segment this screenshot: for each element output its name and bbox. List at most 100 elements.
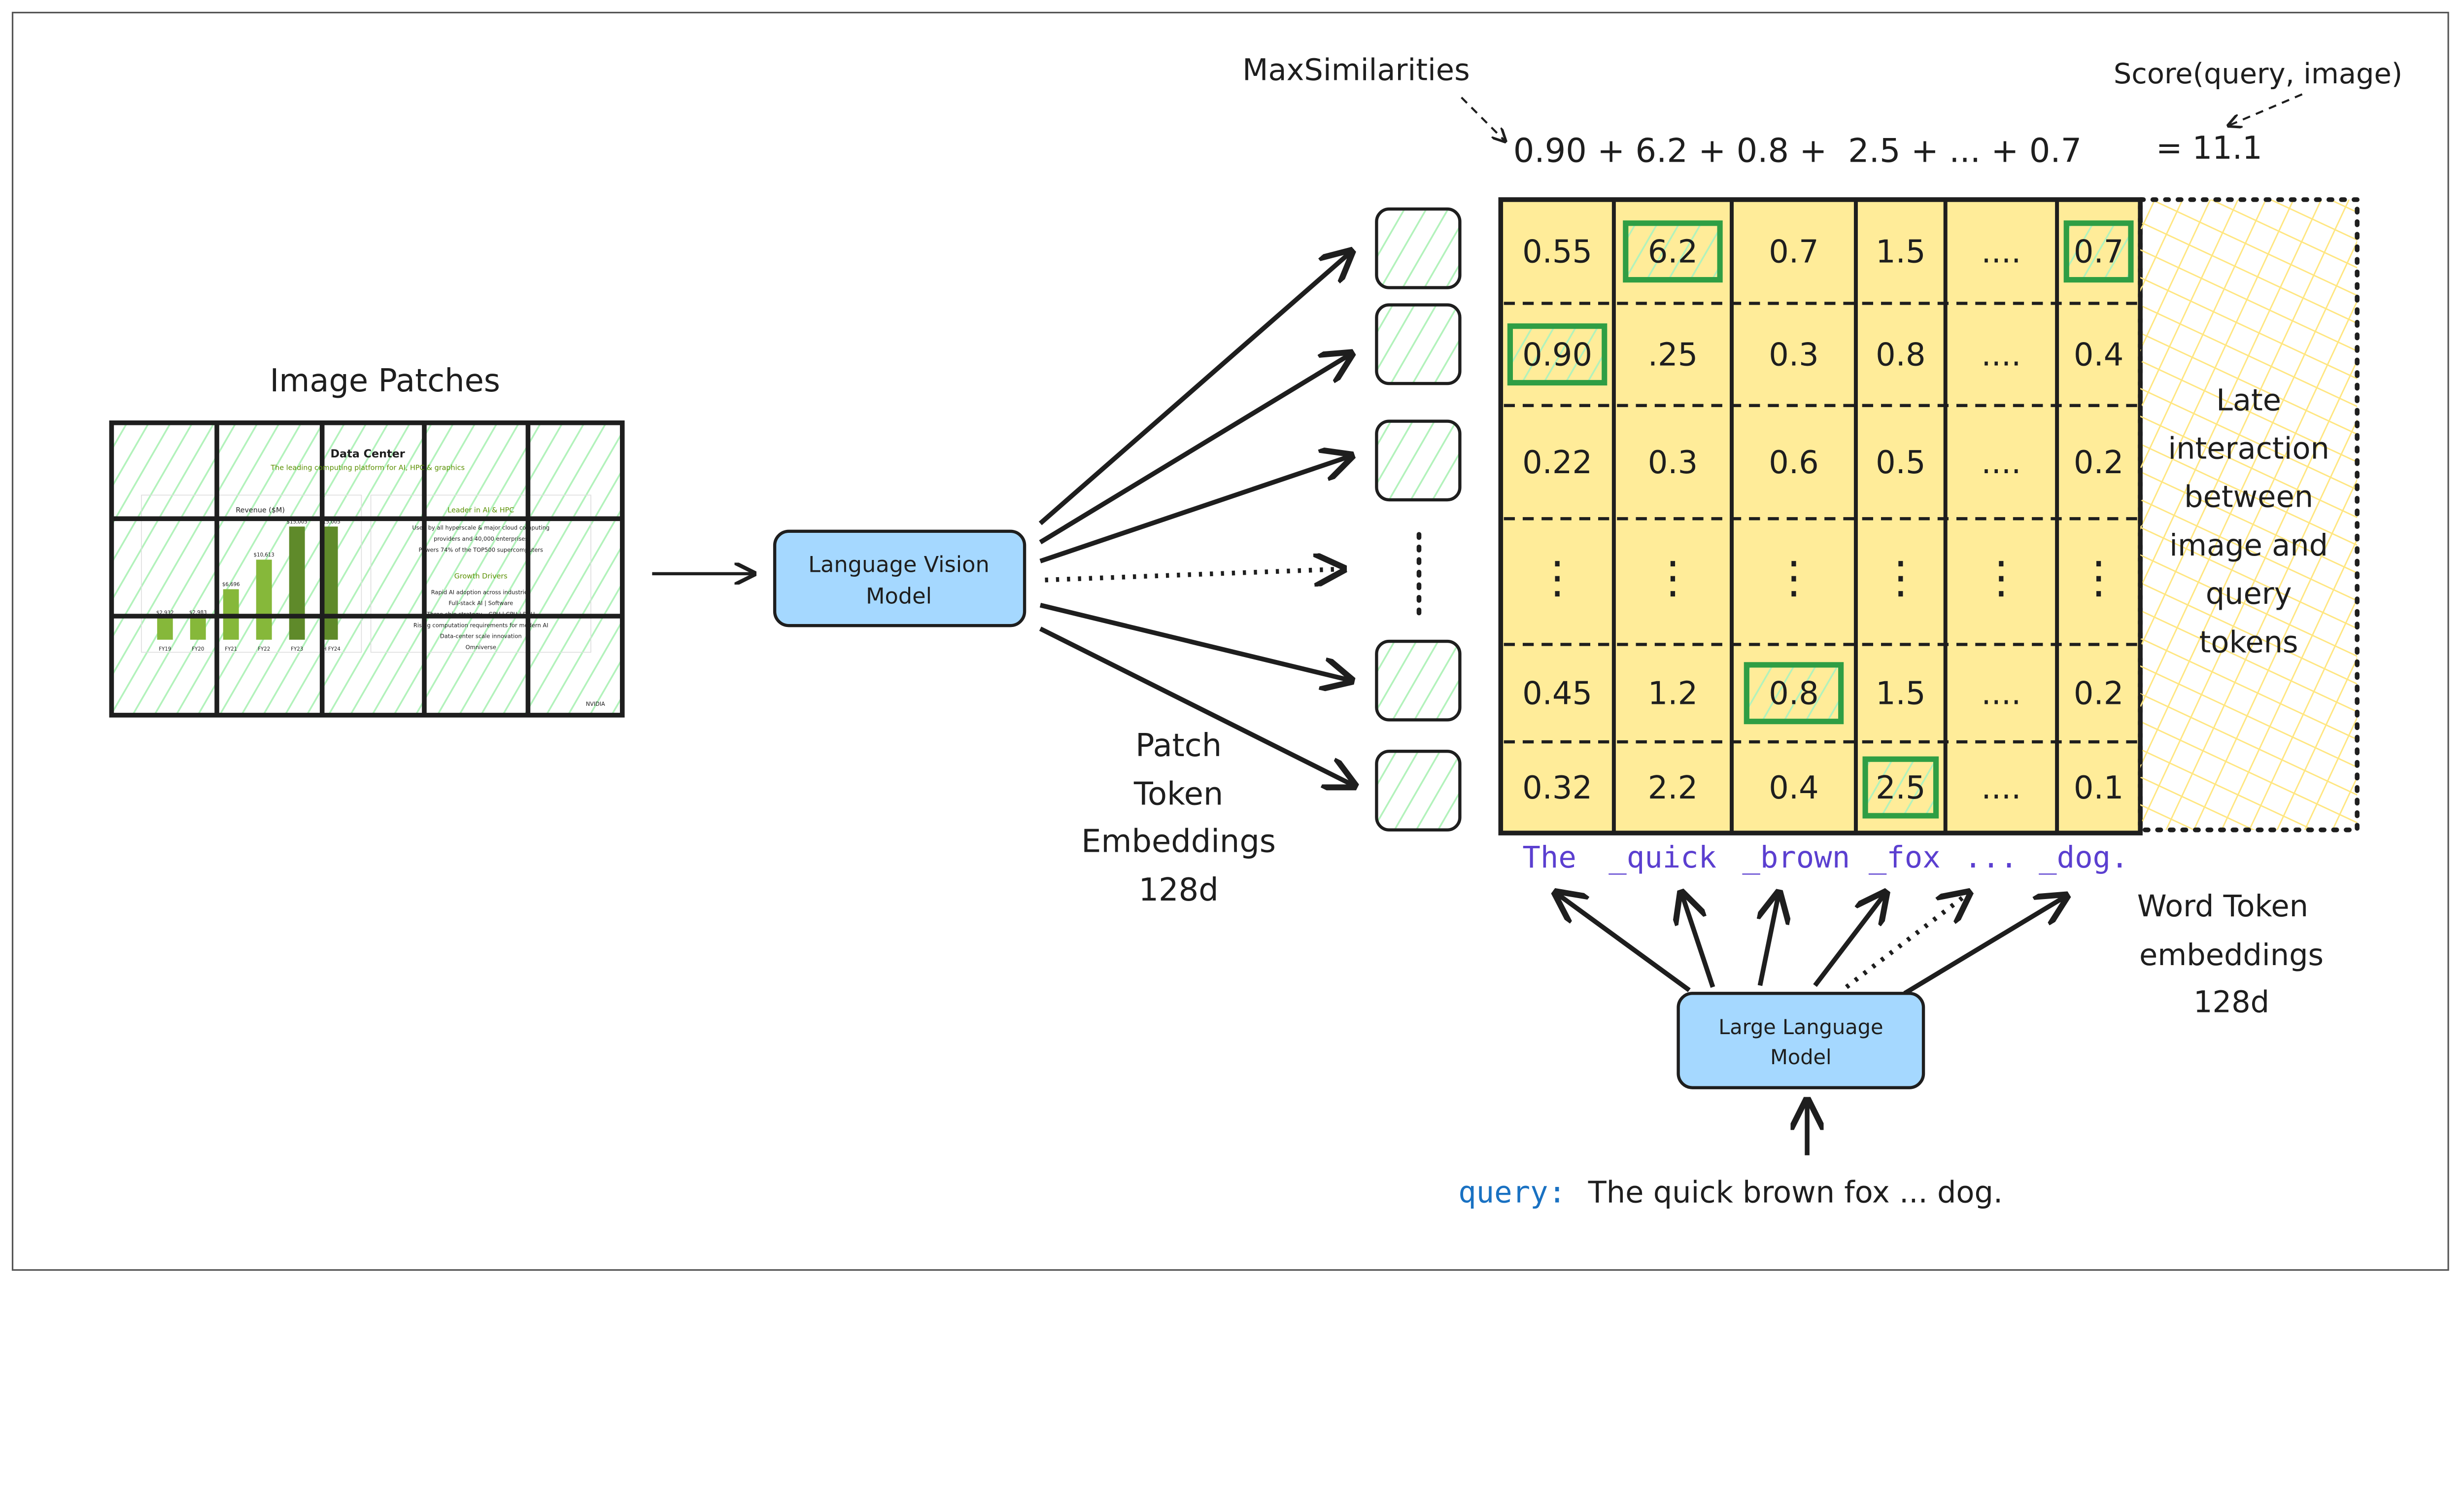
- patch-embedding-square: [1375, 639, 1462, 722]
- matrix-cell: 0.1: [2074, 770, 2123, 806]
- patch-grid: [109, 420, 625, 718]
- matrix-cell: ....: [1981, 445, 2021, 481]
- thumb-text-line: providers and 40,000 enterprises: [434, 535, 528, 542]
- word-token: ...: [1964, 840, 2018, 875]
- arrow-token-2: [1681, 893, 1715, 988]
- max-similarity-highlight: [1865, 759, 1936, 816]
- lvm-output-arrows: [1038, 251, 1355, 786]
- max-similarity-highlight: [2066, 223, 2131, 280]
- arrow-token-6: [1903, 896, 2066, 996]
- late-interaction-line: image and: [2169, 528, 2328, 563]
- thumb-chart-title: Revenue ($M): [236, 507, 285, 515]
- late-interaction-line: tokens: [2199, 625, 2298, 660]
- matrix-cell: 6.2: [1648, 234, 1698, 271]
- word-emb-line: embeddings: [2139, 938, 2324, 973]
- arrow-token-3: [1760, 893, 1779, 986]
- matrix-cell: 0.4: [1769, 770, 1818, 806]
- llm-output-arrows: [1556, 893, 2066, 996]
- word-token: _quick: [1608, 840, 1716, 875]
- late-interaction-line: query: [2206, 577, 2292, 611]
- query-text: The quick brown fox ... dog.: [1588, 1175, 2003, 1210]
- thumb-bar-labels: $2,932FY19$2,983FY20$6,696FY21$10,613FY2…: [156, 520, 341, 652]
- thumb-bar: [157, 617, 173, 640]
- word-token: _dog.: [2039, 840, 2128, 875]
- thumb-bar: [322, 526, 338, 640]
- arrow-token-dotted: [1845, 893, 1969, 989]
- matrix-cell: 2.2: [1648, 770, 1698, 806]
- word-embeddings-label: Word Token embeddings 128d: [2137, 889, 2324, 1020]
- matrix-cell: 0.22: [1522, 445, 1592, 481]
- score-label: Score(query, image): [2114, 57, 2402, 90]
- late-interaction-diagram: Image Patches $2,932FY19$2,983FY20$6,696…: [11, 11, 2449, 1271]
- query-line: query: The quick brown fox ... dog.: [1458, 1175, 2003, 1210]
- matrix-cell: 0.6: [1769, 445, 1818, 481]
- word-token: The: [1522, 840, 1576, 875]
- large-language-model-box: Large Language Model: [1677, 992, 1925, 1089]
- patch-embedding-square: [1375, 750, 1462, 832]
- patch-embedding-square: [1375, 419, 1462, 502]
- max-similarities-label: MaxSimilarities: [1242, 53, 1470, 88]
- thumb-text-line: Omniverse: [466, 644, 496, 651]
- thumb-bar-label: $2,983: [189, 610, 207, 616]
- matrix-cell: 0.8: [1769, 676, 1818, 712]
- matrix-cell: ⋮: [1651, 552, 1695, 603]
- max-similarity-highlight: [1623, 220, 1723, 283]
- arrow-patch-dotted: [1045, 569, 1344, 580]
- thumb-bar: [190, 617, 206, 640]
- matrix-cell: 0.2: [2074, 676, 2123, 712]
- lvm-label-1: Language Vision: [808, 552, 990, 578]
- language-vision-model-box: Language Vision Model: [773, 529, 1027, 627]
- thumb-bar-label: $15,005: [320, 520, 341, 525]
- thumb-text-line: Three chip strategy – GPU | CPU | DPU: [426, 611, 535, 618]
- thumb-x-label: FY20: [192, 647, 204, 652]
- thumb-x-label: FY22: [258, 647, 270, 652]
- matrix-cell: 0.45: [1522, 676, 1592, 712]
- arrow-patch-5: [1039, 603, 1351, 681]
- max-similarity-highlight: [1625, 223, 1720, 280]
- arrow-token-4: [1813, 893, 1885, 987]
- thumb-bar-label: $6,696: [222, 582, 240, 588]
- matrix-cell: ⋮: [1772, 552, 1815, 603]
- word-token: _brown: [1742, 840, 1850, 875]
- word-emb-line: 128d: [2193, 985, 2269, 1020]
- patch-emb-line: Token: [1133, 776, 1223, 813]
- thumb-bar-label: $10,613: [254, 553, 274, 558]
- llm-label-2: Model: [1770, 1045, 1831, 1069]
- matrix-cell: 0.3: [1648, 445, 1698, 481]
- matrix-cell: ....: [1981, 770, 2021, 806]
- matrix-cell: 0.4: [2074, 337, 2123, 373]
- matrix-cell: 0.2: [2074, 445, 2123, 481]
- matrix-cell: ....: [1981, 676, 2021, 712]
- thumb-text-line: Powers 74% of the TOP500 supercomputers: [419, 546, 543, 553]
- max-sim-arrow: [1461, 97, 1506, 141]
- patch-embedding-square: [1375, 303, 1462, 385]
- thumb-text-line: Full-stack AI | Software: [448, 600, 513, 607]
- thumb-text-line: Rising computation requirements for mode…: [413, 622, 548, 628]
- matrix-cell: .25: [1648, 337, 1698, 373]
- matrix-cell: 0.7: [1769, 234, 1818, 271]
- thumb-right-title2: Growth Drivers: [454, 572, 508, 580]
- matrix-cell: ⋮: [1879, 552, 1922, 603]
- matrix-background: [1501, 199, 2141, 834]
- lvm-label-2: Model: [866, 583, 932, 609]
- thumb-bar: [256, 559, 272, 640]
- patch-embeddings-label: Patch Token Embeddings 128d: [1081, 728, 1276, 908]
- late-interaction-line: interaction: [2168, 431, 2329, 466]
- matrix-cell: 1.2: [1648, 676, 1698, 712]
- thumb-right-title1: Leader in AI & HPC: [447, 507, 514, 515]
- matrix-cell: 2.5: [1876, 770, 1925, 806]
- matrix-cell: 0.7: [2074, 234, 2123, 271]
- matrix-cell: ⋮: [1979, 552, 2023, 603]
- patch-emb-line: 128d: [1138, 872, 1218, 908]
- thumb-right-lines1: Used by all hyperscale & major cloud com…: [412, 524, 549, 554]
- patch-embedding-square: [1375, 207, 1462, 289]
- arrow-token-1: [1556, 893, 1691, 992]
- word-token: _fox: [1869, 840, 1941, 875]
- arrow-patch-6: [1039, 626, 1355, 786]
- matrix-cell: 0.90: [1522, 337, 1592, 373]
- score-arrow: [2228, 93, 2303, 126]
- thumb-text-line: Rapid AI adoption across industries: [431, 589, 531, 595]
- matrix-cell: ⋮: [1535, 552, 1579, 603]
